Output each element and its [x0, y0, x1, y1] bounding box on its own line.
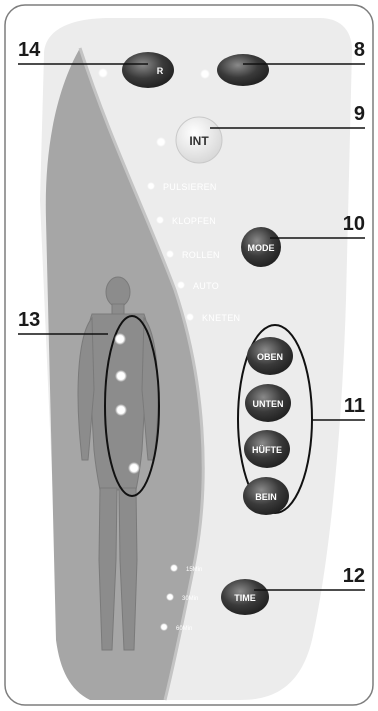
power-button[interactable]: [217, 54, 269, 86]
time-button[interactable]: TIME: [221, 579, 269, 615]
intensity-button[interactable]: INT: [176, 117, 222, 163]
body-head: [106, 277, 130, 307]
partial-button[interactable]: R: [122, 52, 174, 88]
mode-label-klopfen: KLOPFEN: [172, 216, 216, 226]
hufte-button-label: HÜFTE: [252, 445, 282, 455]
time-label-60: 60Min: [176, 626, 192, 632]
hufte-button[interactable]: HÜFTE: [244, 430, 290, 468]
callout-10: 10: [343, 213, 365, 235]
led-zone-back: [115, 370, 127, 382]
led-power: [200, 69, 210, 79]
led-time-15: [170, 564, 178, 572]
intensity-button-label: INT: [189, 134, 209, 148]
led-mode-5: [186, 313, 194, 321]
bein-button[interactable]: BEIN: [243, 477, 289, 515]
led-intensity: [156, 137, 166, 147]
mode-label-rollen: ROLLEN: [182, 250, 220, 260]
led-zone-hip: [115, 404, 127, 416]
bein-button-label: BEIN: [255, 492, 277, 502]
callout-12: 12: [343, 565, 365, 587]
led-mode-4: [177, 281, 185, 289]
unten-button[interactable]: UNTEN: [245, 384, 291, 422]
unten-button-label: UNTEN: [253, 399, 284, 409]
callout-11: 11: [344, 395, 365, 417]
led-partial: [98, 68, 108, 78]
led-mode-1: [147, 182, 155, 190]
time-button-label: TIME: [234, 593, 256, 603]
mode-button[interactable]: MODE: [241, 227, 281, 267]
led-mode-2: [156, 216, 164, 224]
led-zone-leg: [128, 462, 140, 474]
time-label-30: 30Min: [182, 596, 198, 602]
body-neck: [112, 304, 124, 314]
callout-14: 14: [18, 39, 41, 61]
callout-13: 13: [18, 309, 40, 331]
mode-label-auto: AUTO: [193, 281, 219, 291]
partial-button-label: R: [157, 66, 164, 76]
oben-button[interactable]: OBEN: [247, 337, 293, 375]
mode-label-kneten: KNETEN: [202, 313, 240, 323]
oben-button-label: OBEN: [257, 352, 283, 362]
led-zone-shoulder: [114, 333, 126, 345]
led-time-60: [160, 623, 168, 631]
callout-9: 9: [354, 103, 365, 125]
time-label-15: 15Min: [186, 567, 202, 573]
mode-button-label: MODE: [248, 243, 275, 253]
led-mode-3: [166, 250, 174, 258]
mode-label-pulsieren: PULSIEREN: [163, 182, 217, 192]
callout-8: 8: [354, 39, 365, 61]
led-time-30: [166, 593, 174, 601]
